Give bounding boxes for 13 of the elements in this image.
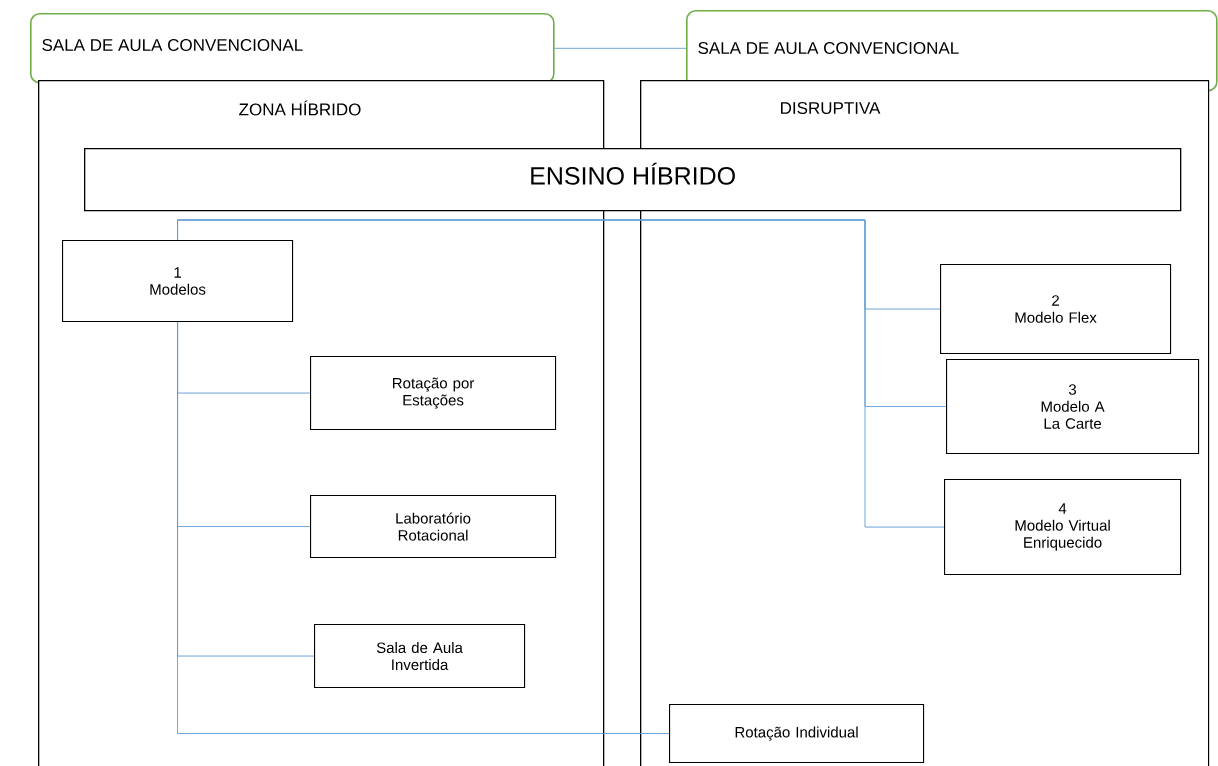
connector-line [177,321,670,734]
model-box: 3 Modelo A La Carte [946,359,1200,455]
model-box: 1 Modelos [62,240,294,323]
model-box: Rotação por Estações [310,356,557,431]
model-box: Sala de Aula Invertida [314,624,526,689]
title-box: ENSINO HÍBRIDO [84,148,1182,212]
model-box: Laboratório Rotacional [310,495,557,559]
model-box: Rotação Individual [669,704,925,764]
connector-line [177,219,945,528]
model-box: 2 Modelo Flex [940,264,1172,355]
connector-line [554,47,687,49]
model-box: 4 Modelo Virtual Enriquecido [944,479,1182,576]
rounded-box: SALA DE AULA CONVENCIONAL [30,13,555,84]
